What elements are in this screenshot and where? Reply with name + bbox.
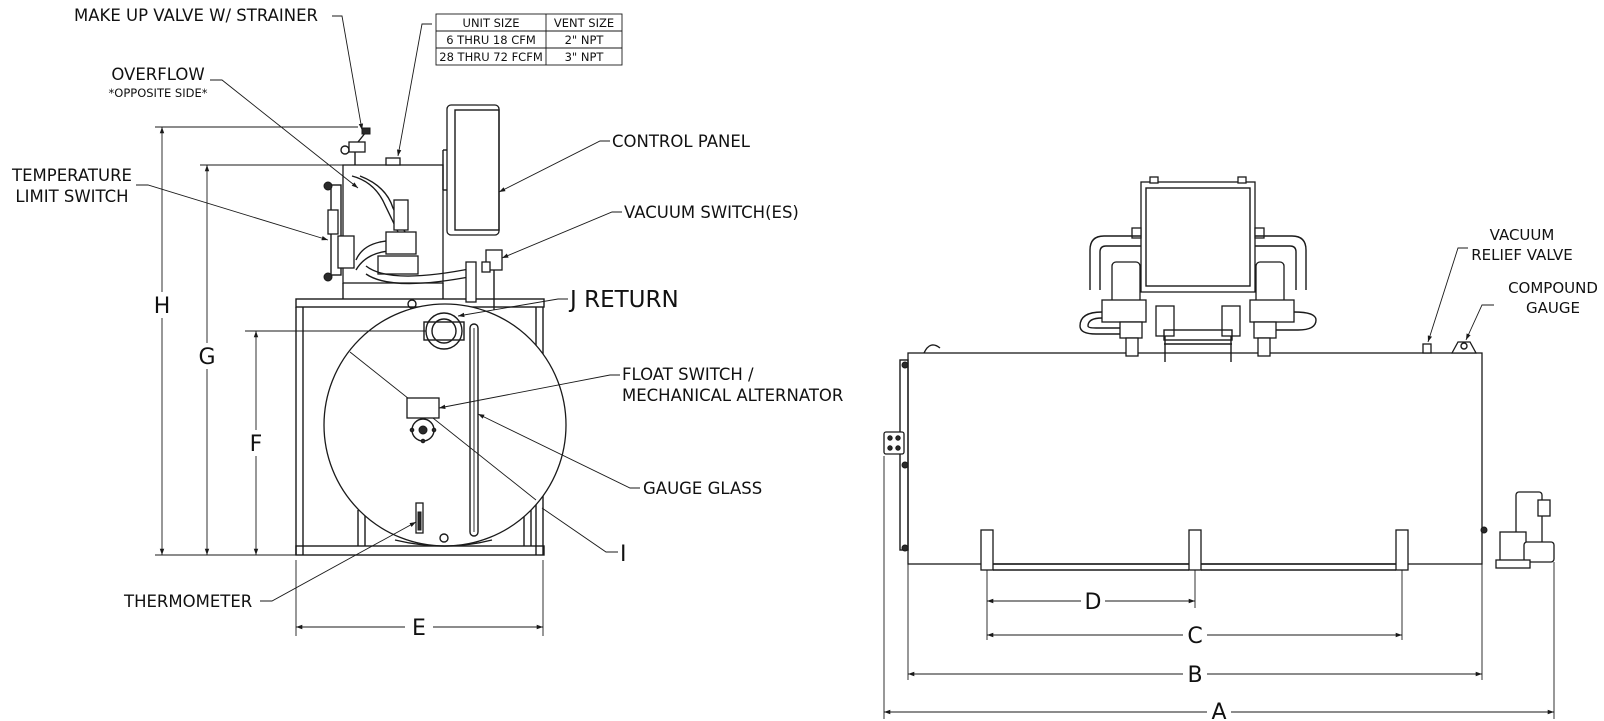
dim-label-a: A	[1211, 700, 1226, 721]
label-mechanical-alternator: MECHANICAL ALTERNATOR	[622, 386, 843, 405]
label-temperature: TEMPERATURE	[11, 166, 132, 185]
vacuum-switch	[465, 249, 503, 310]
label-make-up-valve: MAKE UP VALVE W/ STRAINER	[74, 6, 318, 25]
label-vacuum-switch: VACUUM SWITCH(ES)	[624, 203, 799, 222]
pump-motor-right	[1221, 235, 1317, 362]
label-overflow: OVERFLOW	[111, 65, 204, 84]
dim-label-g: G	[198, 345, 215, 370]
dim-label-f: F	[250, 432, 263, 457]
label-vacuum: VACUUM	[1490, 226, 1555, 244]
control-panel	[442, 104, 500, 236]
table-header-vent-size: VENT SIZE	[554, 16, 614, 30]
vacuum-relief-valve	[1422, 343, 1432, 354]
vent-size-table: UNIT SIZE VENT SIZE 6 THRU 18 CFM 2" NPT…	[435, 13, 623, 66]
dim-label-d: D	[1085, 590, 1102, 615]
label-overflow-note: *OPPOSITE SIDE*	[109, 86, 208, 100]
compound-gauge	[1450, 341, 1478, 354]
front-view: D C B A VACUUM RELIEF VALVE COMPOUND GAU…	[883, 176, 1598, 721]
condensate-pump	[1480, 491, 1555, 569]
pump-motor-left	[1079, 235, 1175, 362]
table-cell: 2" NPT	[565, 33, 605, 47]
pump-housing	[323, 127, 475, 299]
label-thermometer: THERMOMETER	[123, 592, 252, 611]
float-switch	[406, 397, 440, 444]
label-relief-valve: RELIEF VALVE	[1471, 246, 1573, 264]
dim-label-c: C	[1187, 624, 1202, 649]
table-cell: 6 THRU 18 CFM	[446, 33, 536, 47]
gauge-glass	[469, 323, 479, 537]
dim-label-h: H	[154, 294, 171, 319]
label-gauge-glass: GAUGE GLASS	[643, 479, 762, 498]
label-j-return: J RETURN	[568, 287, 679, 313]
dim-label-b: B	[1187, 663, 1202, 688]
side-view: H G F E MAKE UP VALVE W/ STRAINER OVERFL…	[11, 6, 843, 641]
table-cell: 28 THRU 72 FCFM	[439, 50, 543, 64]
label-control-panel: CONTROL PANEL	[612, 132, 751, 151]
label-dim-i: I	[620, 542, 627, 567]
thermometer	[415, 502, 449, 543]
label-float-switch: FLOAT SWITCH /	[622, 365, 754, 384]
label-limit-switch: LIMIT SWITCH	[15, 187, 128, 206]
label-gauge: GAUGE	[1526, 299, 1580, 317]
leader-lines	[136, 15, 640, 602]
label-compound: COMPOUND	[1508, 279, 1598, 297]
table-cell: 3" NPT	[565, 50, 605, 64]
dim-label-e: E	[412, 616, 426, 641]
table-header-unit-size: UNIT SIZE	[463, 16, 520, 30]
front-control-box	[1131, 176, 1265, 293]
